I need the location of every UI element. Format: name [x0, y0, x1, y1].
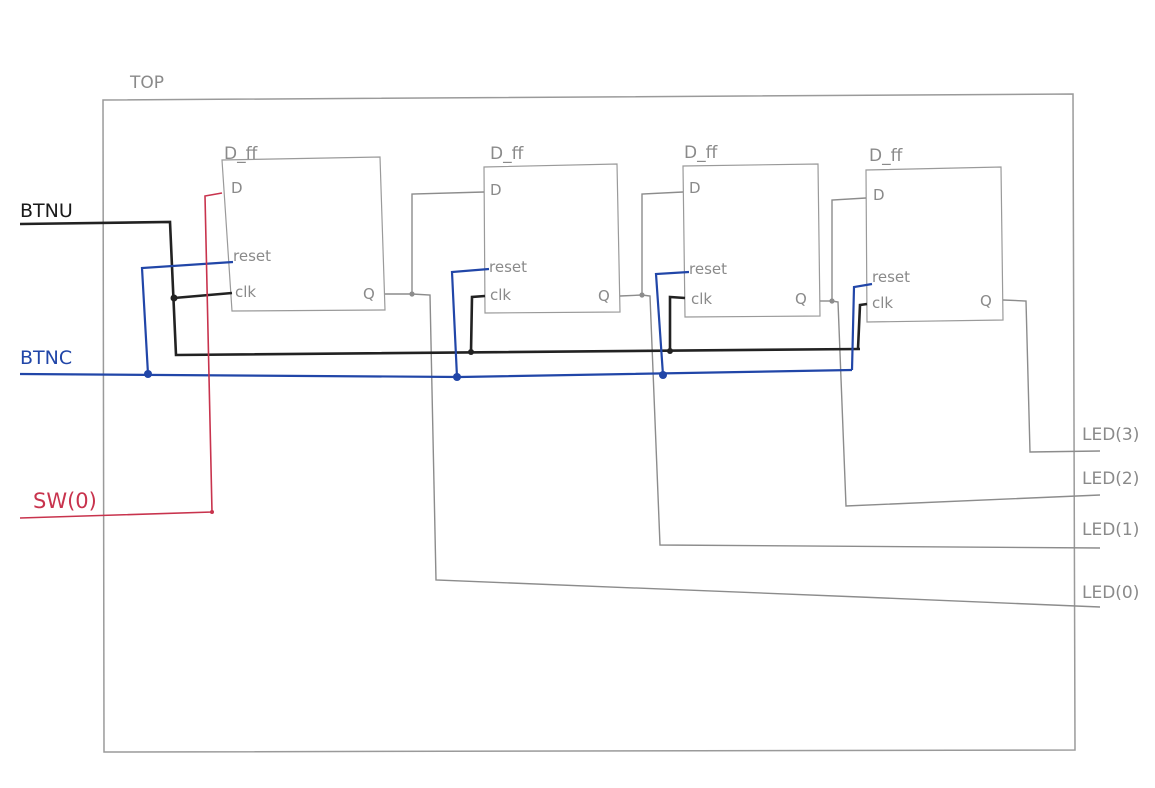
flipflop-0: D_ff D reset clk Q — [221, 144, 386, 312]
input-label-btnc: BTNC — [20, 347, 72, 369]
flipflop-1-pin-reset: reset — [489, 258, 527, 276]
output-label-led0: LED(0) — [1082, 583, 1139, 603]
flipflop-1-pin-q: Q — [598, 287, 610, 305]
flipflop-3-pin-reset: reset — [872, 268, 910, 286]
flipflop-0-pin-q: Q — [363, 285, 375, 303]
flipflop-3: D_ff D reset clk Q — [865, 146, 1004, 323]
flipflop-3-pin-q: Q — [980, 292, 992, 310]
flipflop-1-title: D_ff — [490, 144, 525, 164]
clock-wire-btnu — [19, 220, 868, 357]
output-label-led2: LED(2) — [1082, 469, 1139, 489]
reset-wire-btnc — [19, 260, 873, 381]
flipflop-1: D_ff D reset clk Q — [483, 144, 621, 314]
flipflop-1-pin-clk: clk — [490, 286, 511, 304]
input-label-btnu: BTNU — [20, 200, 73, 222]
flipflop-1-pin-d: D — [490, 181, 502, 199]
switch-wire-sw0 — [19, 192, 223, 519]
output-label-led3: LED(3) — [1082, 425, 1139, 445]
flipflop-2: D_ff D reset clk Q — [682, 143, 821, 318]
flipflop-0-title: D_ff — [224, 144, 259, 164]
flipflop-0-pin-reset: reset — [233, 247, 271, 265]
flipflop-2-pin-d: D — [689, 179, 701, 197]
flipflop-2-pin-q: Q — [795, 290, 807, 308]
flipflop-3-title: D_ff — [869, 146, 904, 166]
output-label-led1: LED(1) — [1082, 520, 1139, 540]
top-module-label: TOP — [129, 73, 164, 93]
signal-wires — [385, 191, 1101, 608]
flipflop-2-title: D_ff — [684, 143, 719, 163]
input-label-sw0: SW(0) — [33, 489, 97, 513]
flipflop-2-pin-reset: reset — [689, 260, 727, 278]
top-module-box — [102, 93, 1076, 753]
flipflop-0-pin-clk: clk — [235, 283, 256, 301]
flipflop-2-pin-clk: clk — [691, 290, 712, 308]
flipflop-0-pin-d: D — [231, 179, 243, 197]
flipflop-3-pin-clk: clk — [872, 294, 893, 312]
flipflop-3-pin-d: D — [873, 186, 885, 204]
